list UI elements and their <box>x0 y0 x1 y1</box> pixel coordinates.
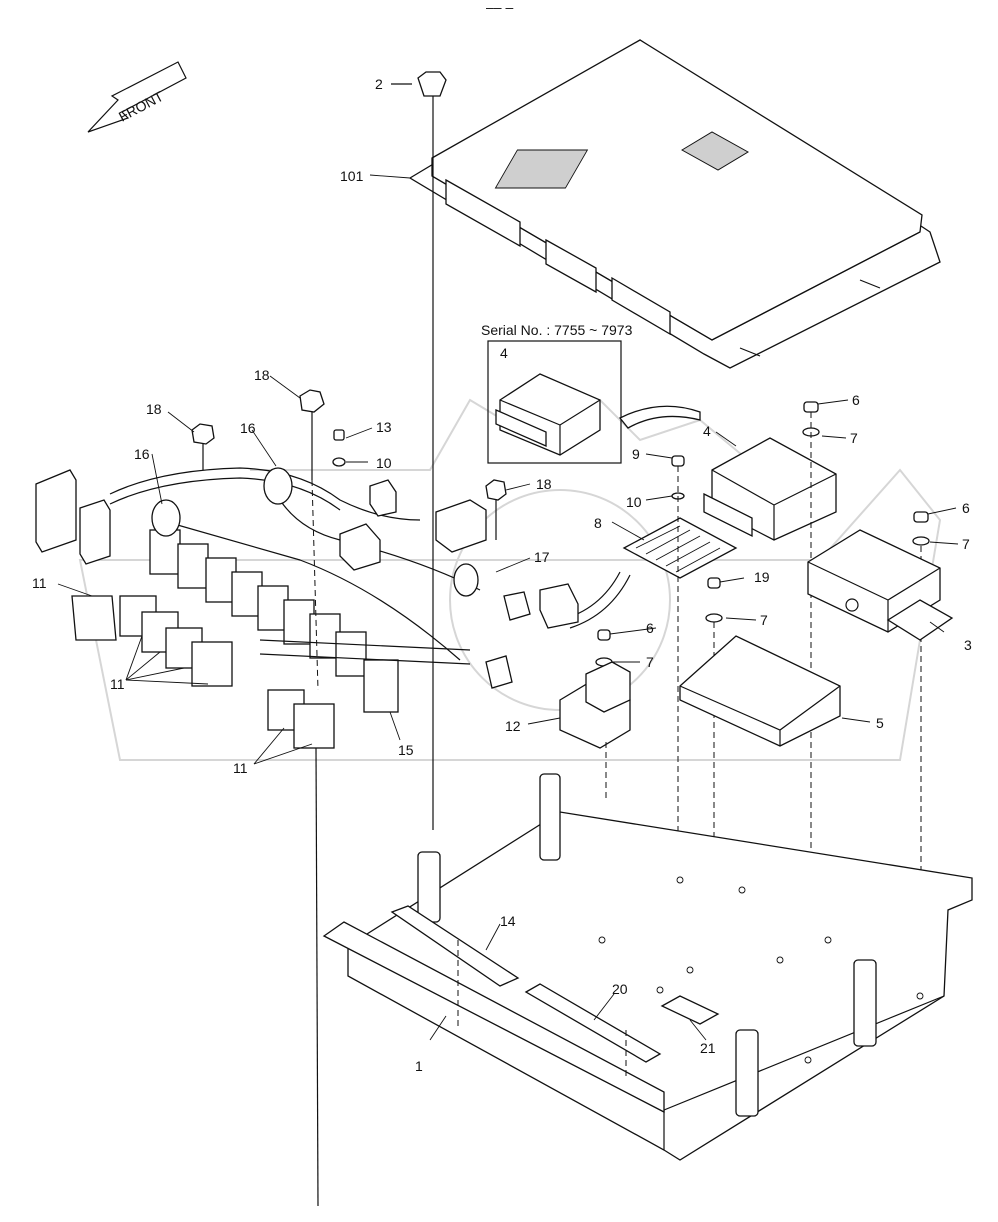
callout-18-right: 18 <box>536 476 552 492</box>
screw-6-top <box>802 401 820 930</box>
callout-11-mid: 11 <box>110 676 125 692</box>
callout-15: 15 <box>398 742 414 758</box>
strip-21 <box>660 995 720 1025</box>
variant-arrow <box>618 405 701 429</box>
callout-6-right: 6 <box>962 500 970 516</box>
serial-variant-box: Serial No. : 7755 ~ 7973 <box>481 322 633 464</box>
callout-16-top: 16 <box>240 420 256 436</box>
callout-2: 2 <box>375 76 383 92</box>
relay-3 <box>807 529 954 641</box>
module-8 <box>559 517 738 629</box>
relays-11 <box>119 595 335 1207</box>
callout-17: 17 <box>534 549 550 565</box>
callout-4-inset: 4 <box>500 345 508 361</box>
front-arrow: FRONT <box>87 61 187 133</box>
callout-10-left: 10 <box>376 455 392 471</box>
callout-19: 19 <box>754 569 770 585</box>
callout-6-top: 6 <box>852 392 860 408</box>
bolt-2 <box>391 71 447 830</box>
callout-1: 1 <box>415 1058 423 1074</box>
callout-13: 13 <box>376 419 392 435</box>
callout-11-left: 11 <box>32 575 47 591</box>
leader-lines <box>57 174 959 1041</box>
relay-bank-15 <box>149 529 399 713</box>
strip-20 <box>524 983 662 1078</box>
callout-20: 20 <box>612 981 628 997</box>
callout-5: 5 <box>876 715 884 731</box>
header-mark: ‒‒ ‒ <box>486 0 513 15</box>
wire-harness <box>35 467 579 689</box>
callout-9: 9 <box>632 446 640 462</box>
bolt-18-c <box>485 479 507 540</box>
callout-16-left: 16 <box>134 446 150 462</box>
base-plate-1 <box>322 773 973 1161</box>
callout-7-top: 7 <box>850 430 858 446</box>
callout-labels: 2 101 4 4 6 7 6 7 9 10 8 18 17 19 7 6 7 … <box>32 76 972 1074</box>
bolt-13 <box>332 429 346 467</box>
relay-12 <box>559 661 631 800</box>
callout-14: 14 <box>500 913 516 929</box>
serial-label: Serial No. : 7755 ~ 7973 <box>481 322 633 338</box>
callout-101: 101 <box>340 168 364 184</box>
strip-14 <box>390 905 520 1026</box>
front-label: FRONT <box>116 88 166 125</box>
callout-7-low: 7 <box>646 654 654 670</box>
bolt-18-a <box>191 423 215 470</box>
controller-101 <box>408 39 941 369</box>
callout-7-right: 7 <box>962 536 970 552</box>
callout-8: 8 <box>594 515 602 531</box>
screw-9 <box>671 455 685 880</box>
callout-21: 21 <box>700 1040 716 1056</box>
callout-12: 12 <box>505 718 521 734</box>
callout-18-mid: 18 <box>254 367 270 383</box>
bolt-18-b <box>299 389 325 691</box>
callout-10-right: 10 <box>626 494 642 510</box>
callout-7-mid: 7 <box>760 612 768 628</box>
block-5 <box>679 635 841 747</box>
callout-6-mid: 6 <box>646 620 654 636</box>
callout-3: 3 <box>964 637 972 653</box>
screw-6-mid <box>595 629 613 667</box>
callout-18-left: 18 <box>146 401 162 417</box>
callout-4: 4 <box>703 423 711 439</box>
callout-11-low: 11 <box>233 760 248 776</box>
relay-4 <box>703 437 837 541</box>
